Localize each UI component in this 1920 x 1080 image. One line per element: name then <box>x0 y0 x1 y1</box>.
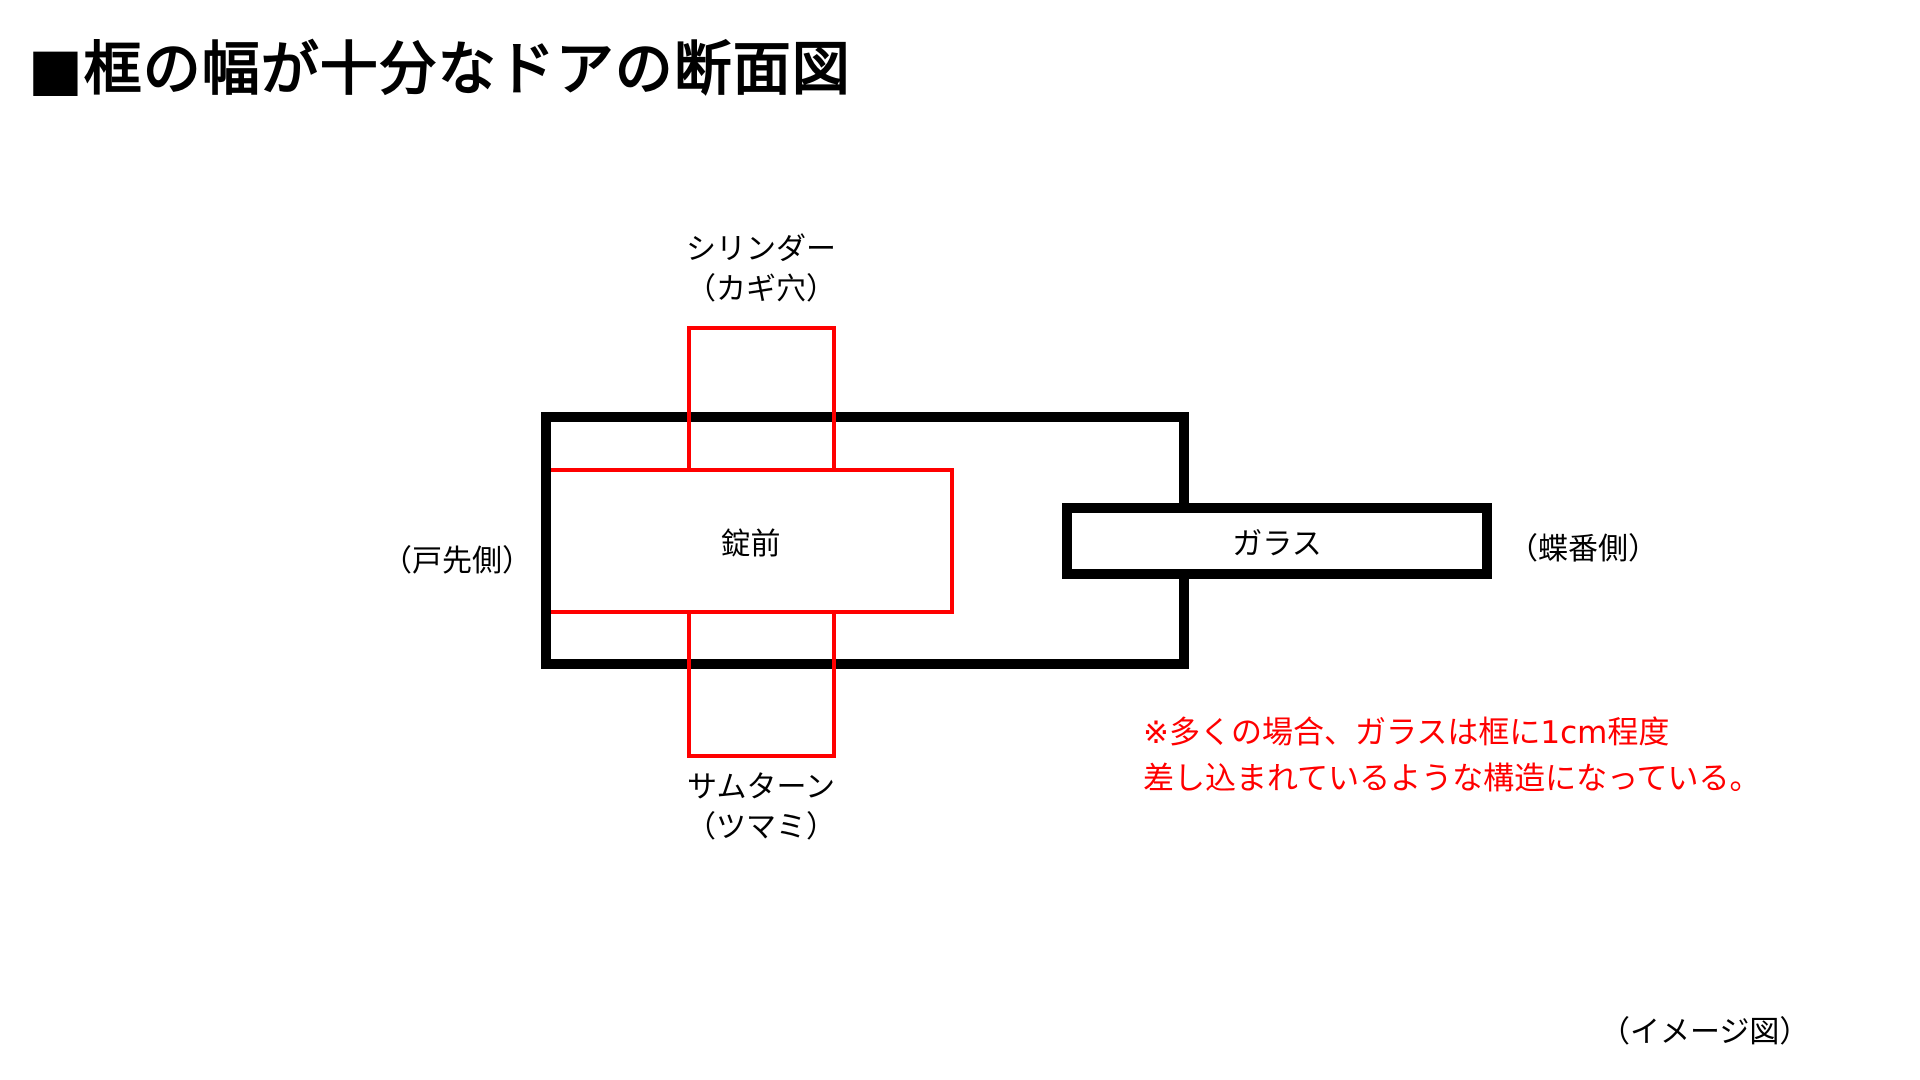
hinge-side-label: （蝶番側） <box>1508 532 1658 567</box>
glass-label: ガラス <box>1232 527 1322 562</box>
cylinder-label-line1: シリンダー <box>686 232 836 267</box>
lock-body-label: 錠前 <box>720 527 781 562</box>
cylinder-label: シリンダー （カギ穴） <box>661 230 861 310</box>
thumbturn-label-line1: サムターン <box>687 770 835 805</box>
cylinder-label-line2: （カギ穴） <box>686 272 836 307</box>
note: ※多くの場合、ガラスは框に1cm程度 差し込まれているような構造になっている。 <box>1143 710 1761 802</box>
cylinder-box <box>687 326 836 472</box>
note-line1: ※多くの場合、ガラスは框に1cm程度 <box>1143 715 1670 751</box>
note-line2: 差し込まれているような構造になっている。 <box>1143 761 1761 797</box>
thumbturn-label: サムターン （ツマミ） <box>661 768 861 848</box>
door-edge-side-label: （戸先側） <box>382 544 532 579</box>
thumbturn-label-line2: （ツマミ） <box>686 810 836 845</box>
image-caption: （イメージ図） <box>1600 1015 1810 1050</box>
thumbturn-box <box>687 610 836 758</box>
glass-panel: ガラス <box>1062 503 1492 579</box>
page-title: ■框の幅が十分なドアの断面図 <box>28 35 851 103</box>
lock-body-box: 錠前 <box>551 468 954 614</box>
